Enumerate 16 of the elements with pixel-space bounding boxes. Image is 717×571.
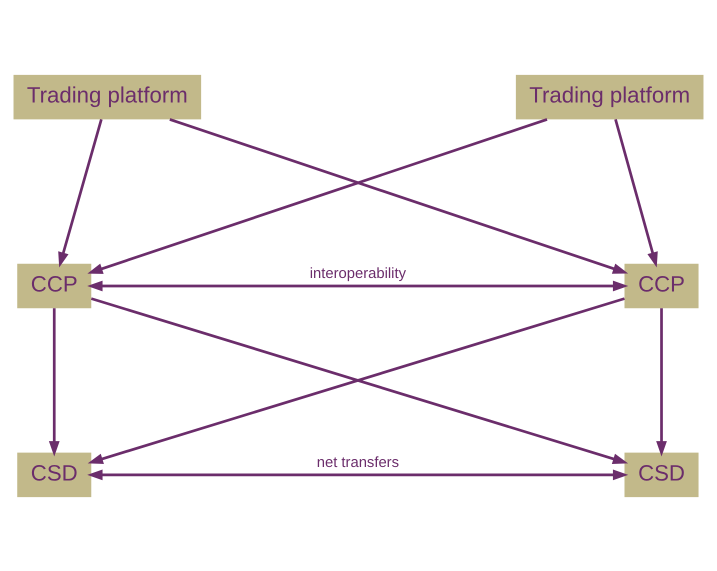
arrow [169,118,628,274]
arrow [614,118,658,267]
node-box: CCP [624,263,699,308]
arrow [656,308,667,456]
node-box: Trading platform [516,74,704,119]
node-box: CCP [17,263,92,308]
arrow [87,118,548,274]
node-box: CSD [624,452,699,497]
node-box: CSD [17,452,92,497]
arrow [48,308,60,456]
node-box: Trading platform [14,74,202,119]
edge-label: net transfers [316,454,400,470]
arrow [87,468,628,480]
edge-label: interoperability [310,266,406,282]
arrow [58,118,103,267]
arrow [87,280,628,291]
